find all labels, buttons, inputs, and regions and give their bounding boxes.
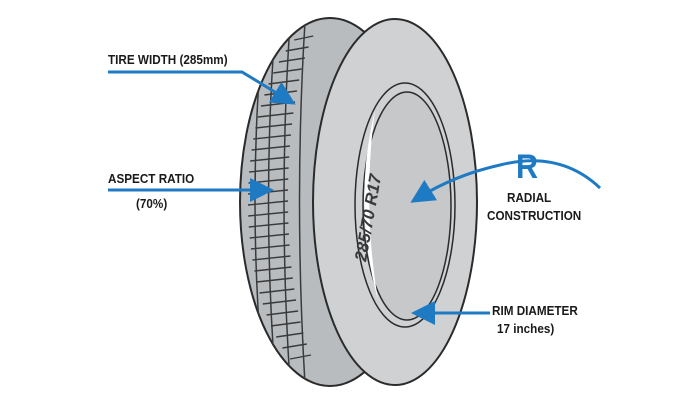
arrows xyxy=(108,70,602,325)
tread-groove xyxy=(248,211,289,217)
tread-groove xyxy=(270,321,301,327)
tread-groove xyxy=(247,200,289,206)
tire: 285/70 R17 xyxy=(239,17,478,387)
tread-groove xyxy=(256,277,293,283)
tread-groove xyxy=(285,46,309,52)
tread-groove xyxy=(273,68,302,74)
tread-groove xyxy=(294,35,314,41)
tread-groove xyxy=(276,332,304,338)
tread-groove xyxy=(289,354,312,360)
radial-label: RADIAL xyxy=(507,190,552,205)
tire-width-arrow xyxy=(108,70,296,105)
tread-groove xyxy=(262,299,297,305)
rim-hole xyxy=(362,91,452,321)
tread-groove xyxy=(257,112,294,118)
tread-groove xyxy=(266,310,299,316)
rim-diameter-value: 17 inches) xyxy=(497,321,555,336)
construction-label: CONSTRUCTION xyxy=(487,208,582,223)
tire-width-label: TIRE WIDTH (285mm) xyxy=(108,52,228,67)
aspect-ratio-label: ASPECT RATIO xyxy=(108,171,195,186)
tread-groove xyxy=(250,156,290,162)
tread-groove xyxy=(253,134,291,140)
tread-groove xyxy=(249,167,289,173)
tread-groove xyxy=(251,145,291,151)
rim-diameter-label: RIM DIAMETER xyxy=(492,303,578,318)
radial-letter: R xyxy=(516,148,539,186)
radial-arrow xyxy=(410,159,602,203)
tread-groove xyxy=(248,222,289,228)
tread-groove xyxy=(259,288,295,294)
tread-groove xyxy=(249,233,289,239)
tread-groove xyxy=(278,57,305,63)
tread-groove xyxy=(282,343,307,349)
tread-groove xyxy=(252,255,291,261)
tread-groove xyxy=(250,244,290,250)
tread-groove xyxy=(254,266,292,272)
tread-groove xyxy=(255,123,293,129)
aspect-ratio-value: (70%) xyxy=(136,196,168,211)
